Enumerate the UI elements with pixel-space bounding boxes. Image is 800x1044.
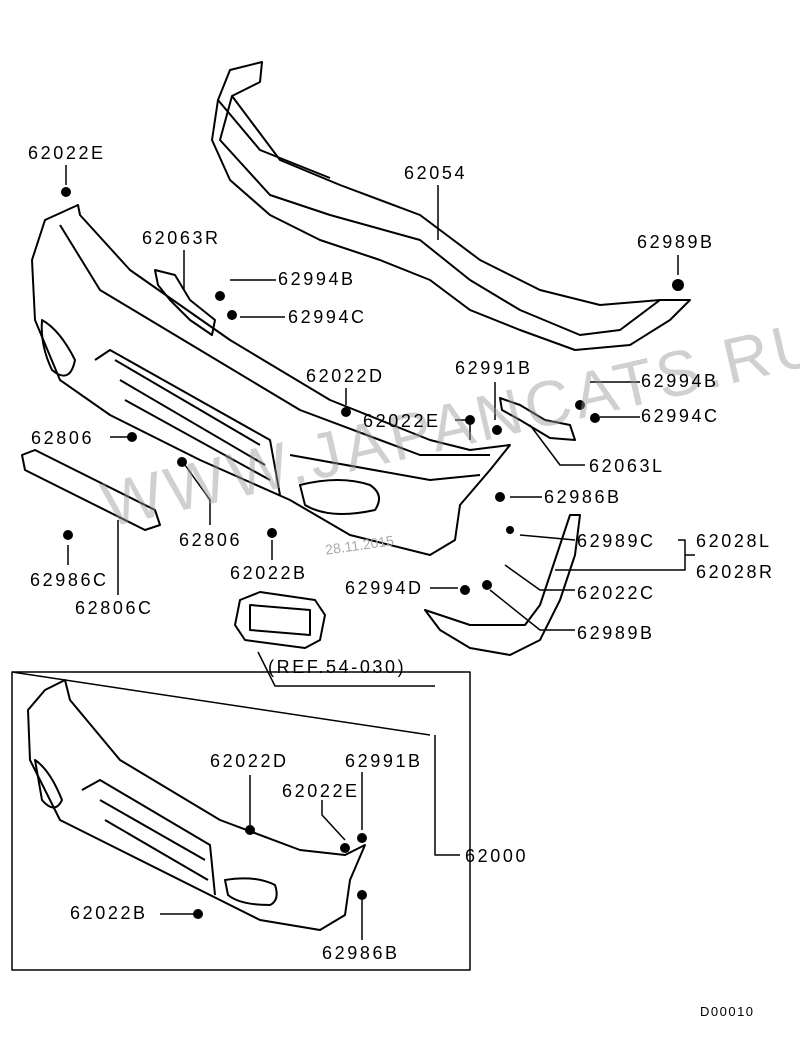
part-label-62986B[interactable]: 62986B [544,487,622,507]
front-bumper-cover [31,204,511,556]
assembly-label-62991B[interactable]: 62991B [345,751,423,771]
part-label-62063R[interactable]: 62063R [142,228,221,248]
part-label-62989B[interactable]: 62989B [637,232,715,252]
part-label-62022B[interactable]: 62022B [230,563,308,583]
part-label-62806[interactable]: 62806 [31,428,95,448]
fog-lamp-bezel [234,591,326,649]
bumper-corner-panel [424,514,581,656]
part-label-62994B[interactable]: 62994B [641,371,719,391]
part-label-62986C[interactable]: 62986C [30,570,109,590]
assembly-label-62000[interactable]: 62000 [465,846,529,866]
bracket-62063L [499,397,576,441]
assembly-label-62986B[interactable]: 62986B [322,943,400,963]
part-label-62054[interactable]: 62054 [404,163,468,183]
part-label-62994D[interactable]: 62994D [345,578,424,598]
part-label-62063L[interactable]: 62063L [589,456,665,476]
assembly-label-62022B[interactable]: 62022B [70,903,148,923]
part-label-62989C[interactable]: 62989C [577,531,656,551]
part-label-62806C[interactable]: 62806C [75,598,154,618]
assembly-inset [11,671,471,971]
part-label-62028R[interactable]: 62028R [696,562,775,582]
part-label-62806[interactable]: 62806 [179,530,243,550]
diagram-code: D00010 [700,1004,755,1019]
part-label-62022D[interactable]: 62022D [306,366,385,386]
bracket-62063R [154,269,216,336]
part-label-62022E[interactable]: 62022E [363,411,441,431]
reference-label[interactable]: (REF.54-030) [268,657,407,677]
part-label-62994C[interactable]: 62994C [641,406,720,426]
part-label-62022C[interactable]: 62022C [577,583,656,603]
assembly-label-62022D[interactable]: 62022D [210,751,289,771]
part-label-62991B[interactable]: 62991B [455,358,533,378]
part-label-62028L[interactable]: 62028L [696,531,772,551]
assembly-label-62022E[interactable]: 62022E [282,781,360,801]
part-label-62022E[interactable]: 62022E [28,143,106,163]
part-label-62989B[interactable]: 62989B [577,623,655,643]
leader-lines [65,165,695,687]
part-label-62994B[interactable]: 62994B [278,269,356,289]
bumper-reinforcement [211,61,691,351]
bumper-molding [21,449,161,531]
part-label-62994C[interactable]: 62994C [288,307,367,327]
fasteners [61,187,684,595]
